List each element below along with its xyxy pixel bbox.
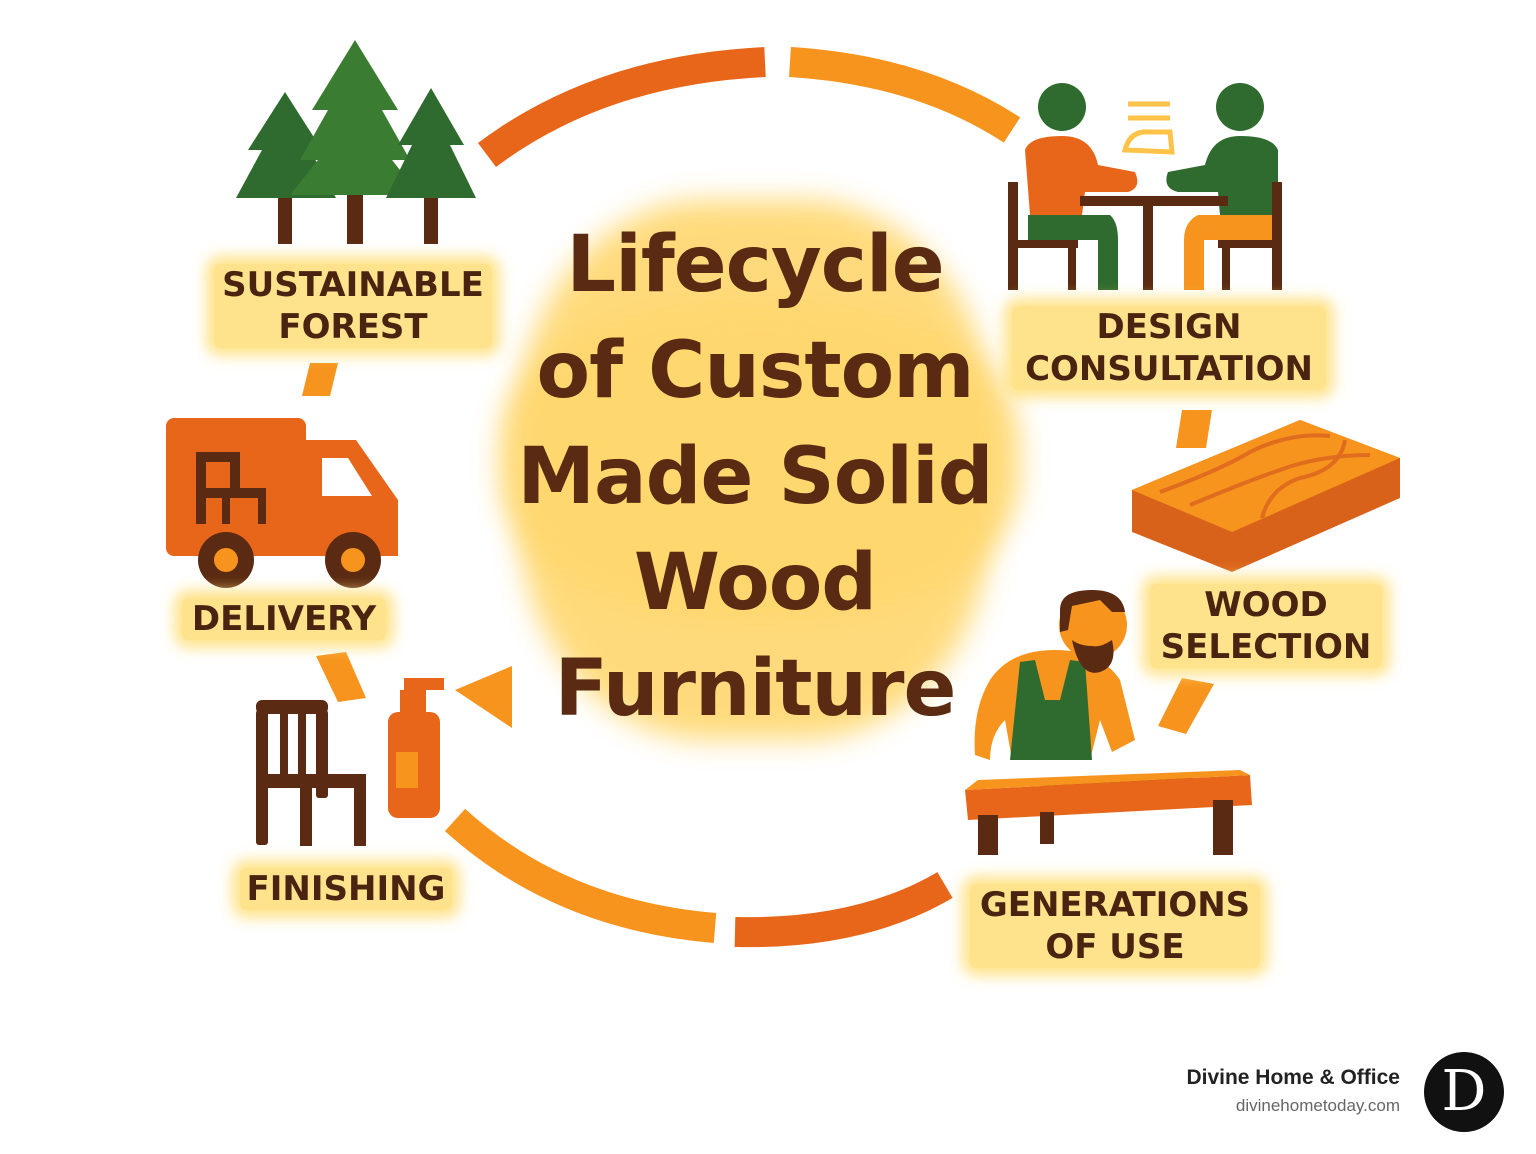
brand-block: Divine Home & Office divinehometoday.com	[1186, 1064, 1400, 1120]
cycle-arc-top-left	[477, 47, 766, 167]
connector-forest-delivery	[302, 363, 338, 396]
cycle-arc-top-right	[789, 47, 1021, 143]
cycle-arc-bottom-left	[444, 808, 717, 943]
label-line: CONSULTATION	[1025, 349, 1313, 389]
connector-wood-generations	[1158, 678, 1214, 734]
craftsman-icon	[965, 590, 1252, 855]
label-wood-selection: WOOD SELECTION	[1150, 584, 1382, 668]
label-line: OF USE	[1045, 927, 1185, 967]
title-line-5: Furniture	[554, 644, 957, 734]
brand-name: Divine Home & Office	[1186, 1066, 1400, 1089]
trees-icon	[236, 40, 476, 244]
label-generations-of-use: GENERATIONS OF USE	[970, 884, 1260, 968]
label-line: GENERATIONS	[979, 885, 1251, 925]
brand-logo-icon: D	[1424, 1052, 1504, 1132]
diagram-title: Lifecycle of Custom Made Solid Wood Furn…	[490, 212, 1020, 742]
label-design-consultation: DESIGN CONSULTATION	[1012, 306, 1326, 390]
label-finishing: FINISHING	[240, 868, 452, 910]
label-line: DESIGN	[1096, 307, 1242, 347]
cycle-arc-bottom-right	[734, 872, 953, 948]
spray-cone	[455, 666, 512, 728]
connector-delivery-finishing	[316, 652, 366, 702]
label-line: FINISHING	[246, 869, 446, 909]
consultation-icon	[1008, 83, 1282, 290]
chair-spray-icon	[256, 678, 444, 846]
label-line: FOREST	[278, 307, 428, 347]
brand-url: divinehometoday.com	[1235, 1096, 1400, 1115]
title-glow-2	[500, 300, 1020, 620]
label-line: WOOD	[1204, 585, 1328, 625]
title-line-4: Wood	[633, 538, 877, 628]
label-line: SUSTAINABLE	[222, 265, 484, 305]
label-line: SELECTION	[1160, 627, 1372, 667]
title-line-3: Made Solid	[517, 432, 993, 522]
title-line-2: of Custom	[536, 326, 974, 416]
label-delivery: DELIVERY	[182, 598, 386, 640]
label-sustainable-forest: SUSTAINABLE FOREST	[214, 264, 492, 348]
title-line-1: Lifecycle	[566, 220, 944, 310]
delivery-truck-icon	[166, 418, 398, 588]
connector-design-wood	[1176, 410, 1212, 448]
wood-plank-icon	[1132, 420, 1400, 572]
label-line: DELIVERY	[191, 599, 377, 639]
